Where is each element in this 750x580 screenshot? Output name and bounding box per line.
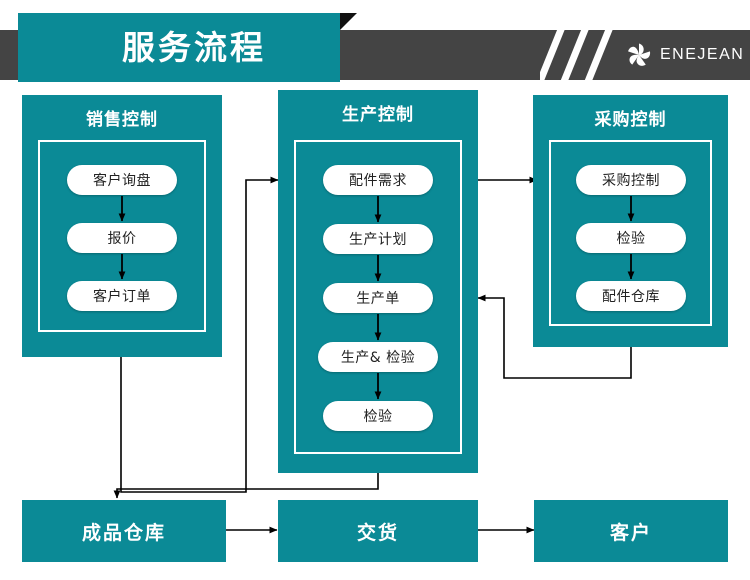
bottom-box-finished-goods-warehouse[interactable]: 成品仓库 [22,500,226,562]
brand-name: ENEJEAN [660,46,745,63]
diagonal-stripes-icon [540,30,640,80]
step-sales-0[interactable]: 客户询盘 [67,165,177,195]
step-production-0[interactable]: 配件需求 [323,165,433,195]
step-production-4[interactable]: 检验 [323,401,433,431]
title-banner: 服务流程 [18,13,340,82]
group-title-production: 生产控制 [342,105,414,125]
brand-lockup: ENEJEAN [626,41,744,69]
step-purchasing-0[interactable]: 采购控制 [576,165,686,195]
step-production-1[interactable]: 生产计划 [323,224,433,254]
step-sales-2[interactable]: 客户订单 [67,281,177,311]
group-purchasing[interactable]: 采购控制 采购控制 检验 配件仓库 [533,95,728,347]
banner-fold-corner-icon [340,13,357,30]
group-title-purchasing: 采购控制 [594,110,667,130]
group-production[interactable]: 生产控制 配件需求 生产计划 生产单 生产& 检验 检验 [278,90,478,473]
group-sales[interactable]: 销售控制 客户询盘 报价 客户订单 [22,95,222,357]
connector-production-to-warehouse [113,473,379,499]
step-production-3[interactable]: 生产& 检验 [318,342,438,372]
step-purchasing-2[interactable]: 配件仓库 [576,281,686,311]
step-sales-1[interactable]: 报价 [67,223,177,253]
group-title-sales: 销售控制 [86,110,158,130]
step-production-2[interactable]: 生产单 [323,283,433,313]
bottom-box-delivery[interactable]: 交货 [278,500,478,562]
bottom-box-customer[interactable]: 客户 [534,500,728,562]
pinwheel-flower-logo-icon [628,43,651,66]
inner-frame-production [294,140,462,454]
step-purchasing-1[interactable]: 检验 [576,223,686,253]
page-title: 服务流程 [122,28,266,67]
